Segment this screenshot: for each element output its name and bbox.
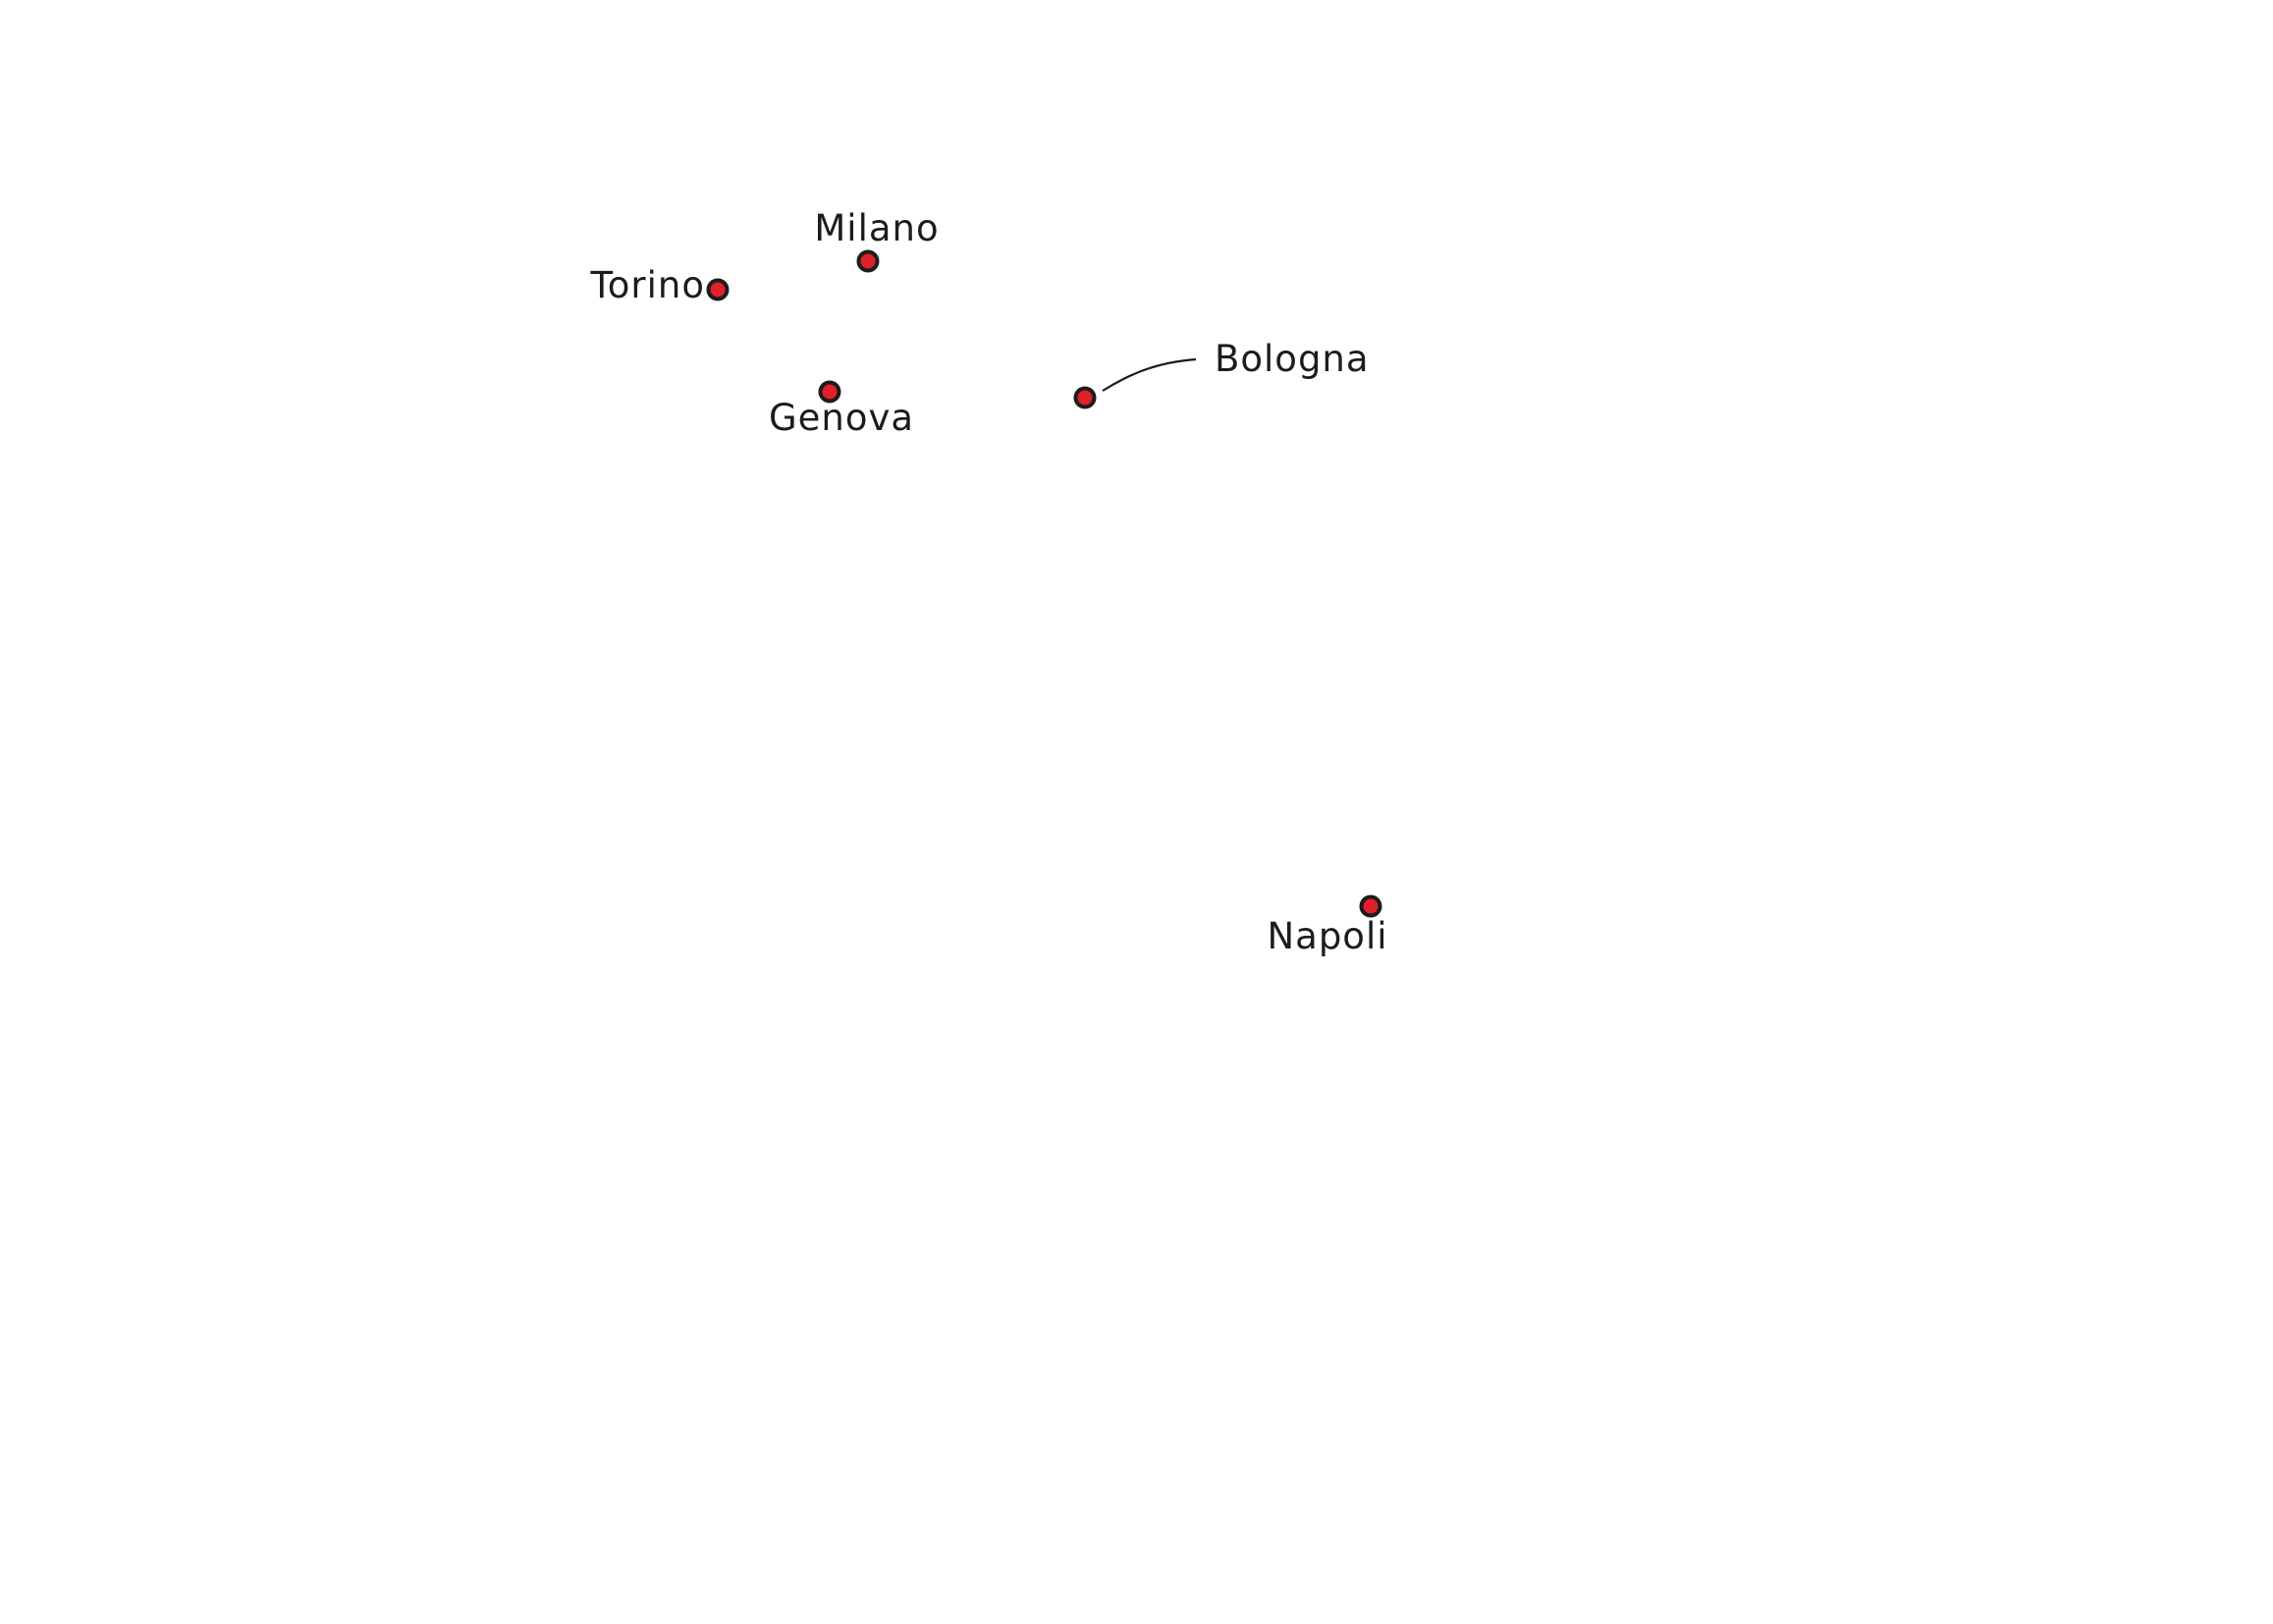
city-label-genova: Genova bbox=[769, 397, 914, 439]
city-marker-napoli[interactable] bbox=[1359, 894, 1382, 918]
city-label-torino: Torino bbox=[589, 264, 705, 306]
leader-line-bologna bbox=[1102, 357, 1197, 392]
city-bologna[interactable]: Bologna bbox=[1073, 338, 1370, 409]
city-torino[interactable]: Torino bbox=[589, 264, 730, 306]
city-milano[interactable]: Milano bbox=[814, 207, 939, 273]
city-marker-genova[interactable] bbox=[818, 380, 841, 404]
city-marker-milano[interactable] bbox=[856, 249, 880, 273]
city-label-napoli: Napoli bbox=[1267, 915, 1387, 957]
city-marker-bologna[interactable] bbox=[1073, 386, 1097, 409]
city-napoli[interactable]: Napoli bbox=[1267, 894, 1387, 958]
city-label-milano: Milano bbox=[814, 207, 939, 249]
city-marker-torino[interactable] bbox=[706, 278, 730, 301]
city-genova[interactable]: Genova bbox=[769, 380, 914, 440]
city-label-bologna: Bologna bbox=[1215, 338, 1370, 380]
